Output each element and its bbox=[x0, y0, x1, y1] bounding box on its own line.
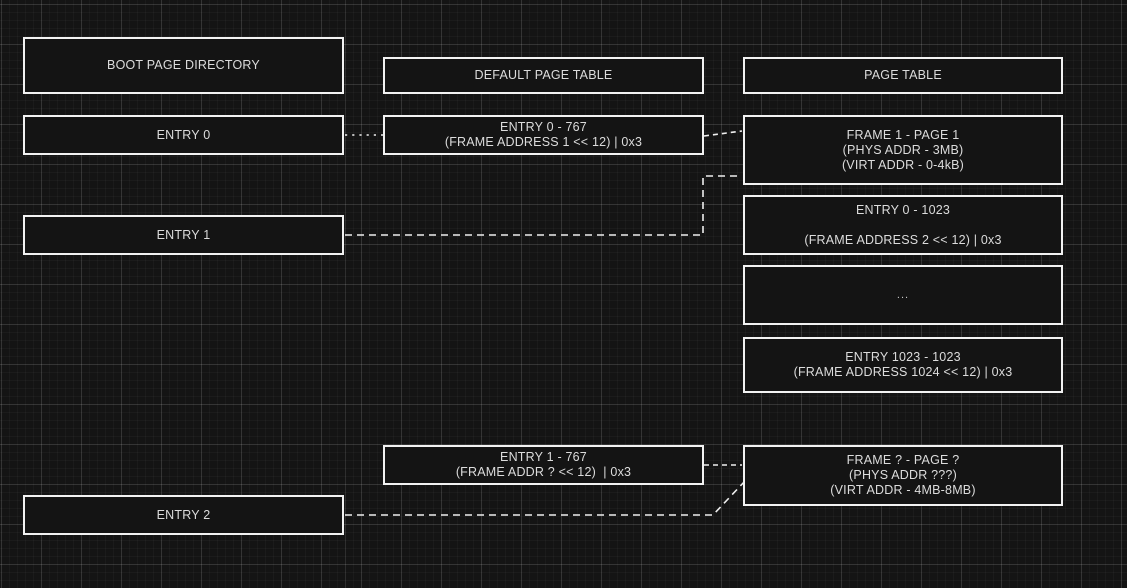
page-table-frame-1-page-1[interactable]: FRAME 1 - PAGE 1 (PHYS ADDR - 3MB) (VIRT… bbox=[743, 115, 1063, 185]
connector-entry2-to-frame-unknown bbox=[345, 480, 746, 516]
boot-page-directory-entry-2[interactable]: ENTRY 2 bbox=[23, 495, 344, 535]
connector-entry1-to-frame1 bbox=[345, 175, 742, 236]
page-table-frame-unknown-page-unknown[interactable]: FRAME ? - PAGE ? (PHYS ADDR ???) (VIRT A… bbox=[743, 445, 1063, 506]
boot-page-directory-entry-1[interactable]: ENTRY 1 bbox=[23, 215, 344, 255]
default-page-table-entry-1[interactable]: ENTRY 1 - 767 (FRAME ADDR ? << 12) | 0x3 bbox=[383, 445, 704, 485]
canvas-guide-line bbox=[345, 0, 346, 588]
default-page-table-entry-0[interactable]: ENTRY 0 - 767 (FRAME ADDRESS 1 << 12) | … bbox=[383, 115, 704, 155]
boot-page-directory-title: BOOT PAGE DIRECTORY bbox=[23, 37, 344, 94]
page-table-entry-0-1023[interactable]: ENTRY 0 - 1023 (FRAME ADDRESS 2 << 12) |… bbox=[743, 195, 1063, 255]
boot-page-directory-entry-0[interactable]: ENTRY 0 bbox=[23, 115, 344, 155]
page-table-entry-ellipsis: ... bbox=[743, 265, 1063, 325]
page-table-entry-1023-1023[interactable]: ENTRY 1023 - 1023 (FRAME ADDRESS 1024 <<… bbox=[743, 337, 1063, 393]
default-page-table-title: DEFAULT PAGE TABLE bbox=[383, 57, 704, 94]
page-table-title: PAGE TABLE bbox=[743, 57, 1063, 94]
connector-default-entry0-to-frame1 bbox=[703, 130, 743, 137]
